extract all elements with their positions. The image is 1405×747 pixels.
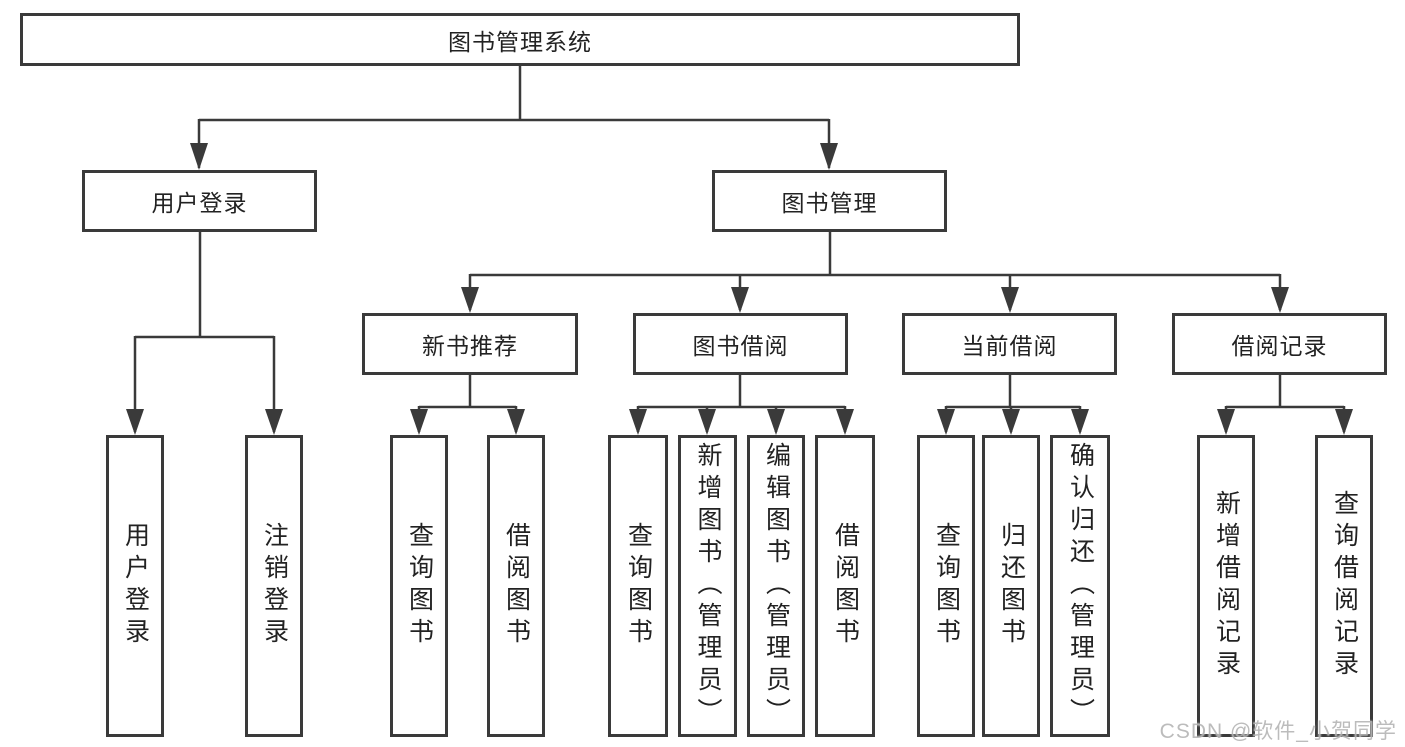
node-label: 借阅图书 [502, 522, 531, 650]
node-label: 查询图书 [405, 522, 434, 650]
node-label: 查询图书 [624, 522, 653, 650]
node-label: 新增图书（管理员） [694, 442, 722, 730]
node-current-borrow: 当前借阅 [902, 313, 1117, 375]
leaf-borrow-add-books-admin: 新增图书（管理员） [678, 435, 737, 737]
node-label: 用户登录 [121, 522, 150, 650]
csdn-watermark: CSDN @软件_小贺同学 [1159, 720, 1397, 743]
node-label: 借阅记录 [1231, 333, 1328, 359]
leaf-borrow-edit-books-admin: 编辑图书（管理员） [747, 435, 805, 737]
node-label: 借阅图书 [831, 522, 860, 650]
node-label: 图书借阅 [692, 333, 789, 359]
node-label: 用户登录 [151, 190, 248, 216]
node-label: 查询图书 [932, 522, 961, 650]
node-label: 新增借阅记录 [1212, 490, 1241, 682]
leaf-recommend-query-books: 查询图书 [390, 435, 448, 737]
leaf-borrow-borrow-books: 借阅图书 [815, 435, 875, 737]
arrowhead-icons [126, 143, 1353, 435]
node-label: 图书管理 [781, 190, 878, 216]
node-new-book-recommend: 新书推荐 [362, 313, 578, 375]
node-label: 确认归还（管理员） [1066, 442, 1095, 730]
node-label: 归还图书 [997, 522, 1026, 650]
node-label: 新书推荐 [422, 333, 518, 359]
leaf-current-return-books: 归还图书 [982, 435, 1040, 737]
node-label: 当前借阅 [961, 333, 1058, 359]
node-library-management-system: 图书管理系统 [20, 13, 1020, 66]
node-label: 注销登录 [260, 522, 289, 650]
leaf-user-login: 用户登录 [106, 435, 164, 737]
leaf-record-query-borrow-record: 查询借阅记录 [1315, 435, 1373, 737]
leaf-recommend-borrow-books: 借阅图书 [487, 435, 545, 737]
node-label: 图书管理系统 [448, 28, 592, 55]
leaf-current-query-books: 查询图书 [917, 435, 975, 737]
connector-segments [133, 66, 1346, 432]
leaf-logout: 注销登录 [245, 435, 303, 737]
node-book-borrow: 图书借阅 [633, 313, 848, 375]
node-label: 编辑图书（管理员） [762, 442, 791, 730]
node-user-login: 用户登录 [82, 170, 317, 232]
node-book-management: 图书管理 [712, 170, 947, 232]
leaf-record-add-borrow-record: 新增借阅记录 [1197, 435, 1255, 737]
node-borrow-record: 借阅记录 [1172, 313, 1387, 375]
leaf-borrow-query-books: 查询图书 [608, 435, 668, 737]
node-label: 查询借阅记录 [1330, 490, 1359, 682]
leaf-current-confirm-return-admin: 确认归还（管理员） [1050, 435, 1110, 737]
